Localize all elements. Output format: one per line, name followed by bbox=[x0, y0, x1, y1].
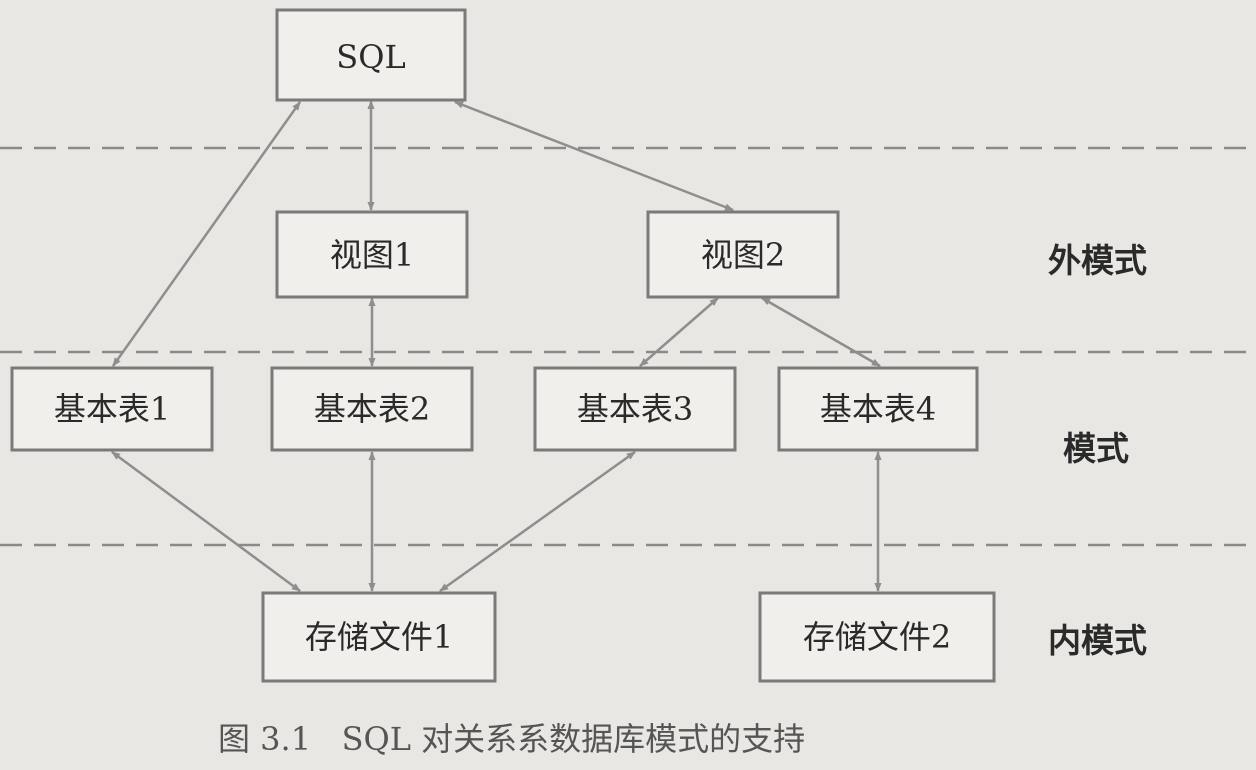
node-table2-label: 基本表2 bbox=[314, 390, 430, 428]
edge-sql-table1 bbox=[111, 101, 302, 367]
node-sql-label: SQL bbox=[336, 38, 405, 76]
node-view1: 视图1 bbox=[275, 210, 469, 299]
level-label-internal: 内模式 bbox=[1048, 621, 1147, 660]
edge-view2-table4 bbox=[761, 296, 881, 368]
level-label-conceptual: 模式 bbox=[1063, 429, 1129, 468]
node-table3: 基本表3 bbox=[533, 366, 737, 452]
figure-caption: 图 3.1 SQL 对关系系数据库模式的支持 bbox=[218, 720, 805, 758]
node-table4-label: 基本表4 bbox=[820, 390, 936, 428]
edges-layer bbox=[111, 100, 882, 593]
node-table1: 基本表1 bbox=[10, 366, 214, 452]
edge-table1-file1 bbox=[111, 450, 301, 593]
edge-view2-table3 bbox=[639, 297, 719, 367]
edge-sql-view2 bbox=[454, 100, 734, 212]
node-table1-label: 基本表1 bbox=[54, 390, 170, 428]
node-file1: 存储文件1 bbox=[261, 591, 497, 683]
node-file2-label: 存储文件2 bbox=[803, 618, 951, 656]
node-file1-label: 存储文件1 bbox=[305, 618, 453, 656]
node-view2-label: 视图2 bbox=[701, 236, 785, 274]
node-table3-label: 基本表3 bbox=[577, 390, 693, 428]
node-view1-label: 视图1 bbox=[330, 236, 414, 274]
edge-table3-file1 bbox=[439, 450, 636, 593]
node-file2: 存储文件2 bbox=[758, 591, 996, 683]
node-sql: SQL bbox=[275, 8, 467, 102]
level-label-external: 外模式 bbox=[1048, 241, 1147, 280]
node-view2: 视图2 bbox=[646, 210, 840, 299]
node-table2: 基本表2 bbox=[270, 366, 474, 452]
node-table4: 基本表4 bbox=[777, 366, 979, 452]
